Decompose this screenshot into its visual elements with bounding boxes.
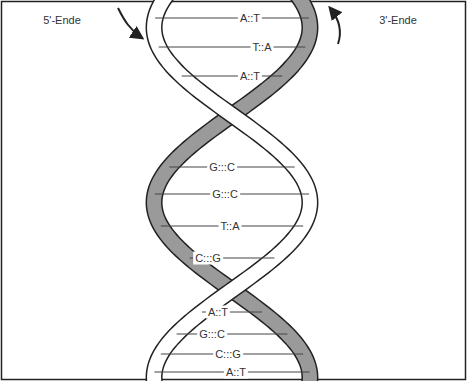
direction-arrow [118, 8, 142, 38]
base-pair-rung [182, 76, 283, 77]
base-pair-label: A::T [224, 366, 248, 379]
base-pair-rung [159, 47, 306, 48]
base-pair-label: T::A [219, 220, 242, 233]
strand-outline [154, 0, 310, 381]
base-pair-label: A::T [238, 12, 262, 25]
base-pair-label: A::T [238, 70, 262, 83]
base-pair-label: C:::G [193, 252, 223, 265]
dna-strand [154, 0, 310, 381]
base-pair-rung [177, 334, 288, 335]
strand-outline [154, 0, 310, 381]
base-pair-label: G:::C [197, 328, 227, 341]
strand-end-label: 5'-Ende [41, 14, 83, 27]
strand-end-label: 3'-Ende [377, 14, 419, 27]
base-pair-label: C:::G [213, 348, 243, 361]
base-pair-rung [155, 18, 309, 19]
base-pair-label: G:::C [210, 188, 240, 201]
base-pair-label: G:::C [207, 161, 237, 174]
base-pair-label: T::A [251, 41, 274, 54]
base-pair-label: A::T [206, 306, 230, 319]
direction-arrow [330, 8, 340, 44]
dna-strand [154, 0, 310, 381]
